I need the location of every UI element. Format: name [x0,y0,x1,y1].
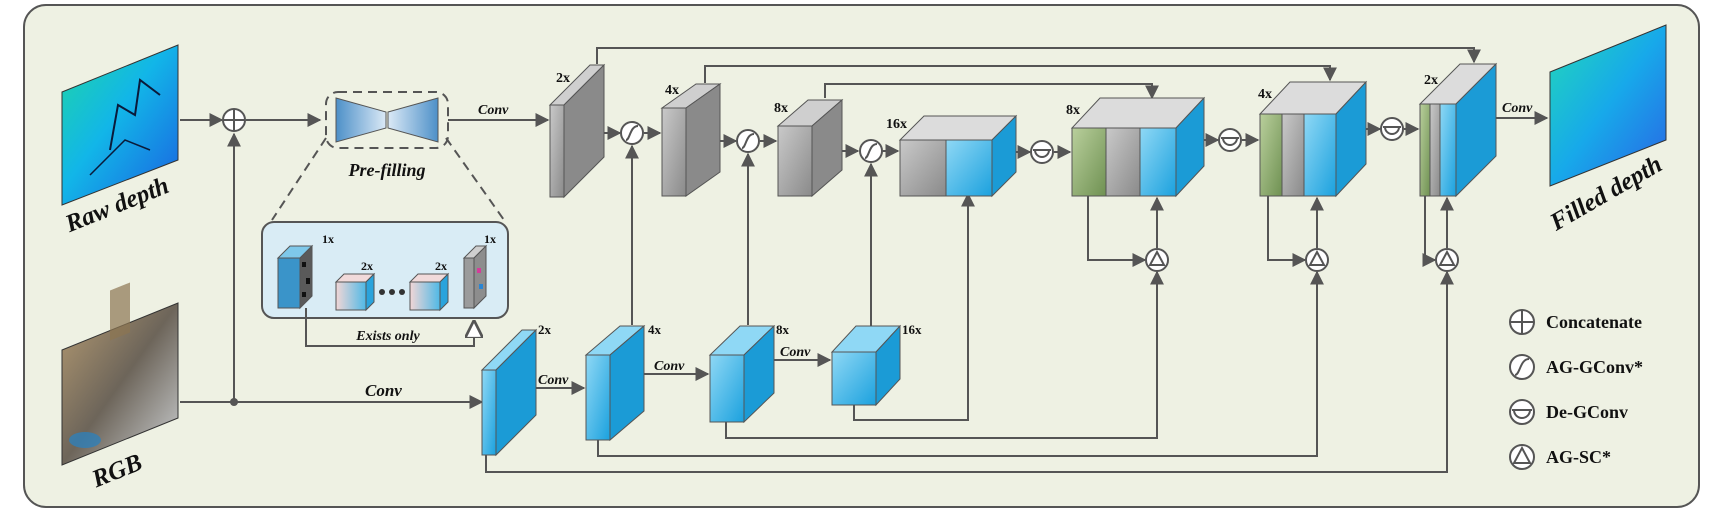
depth-enc-scale-2x: 2x [556,71,570,86]
decoder-scale-8x: 8x [1066,103,1080,118]
rgb-enc-scale-4x: 4x [648,322,662,337]
ag-gconv-icon [859,139,883,163]
prefilling-note: Exists only [355,329,420,344]
legend-label-de-gconv: De-GConv [1546,402,1628,422]
conv-label-prefill: Conv [478,103,509,118]
rgb-image [61,282,179,466]
ag-sc-icon [1145,248,1169,272]
legend-label-ag-sc: AG-SC* [1546,447,1611,467]
depth-encoder-8x-block [776,98,844,198]
legend-de-gconv-icon [1509,399,1535,425]
rgb-encoder-16x-block [830,324,902,407]
depth-encoder-2x-block [548,63,606,199]
decoder-scale-2x: 2x [1424,73,1438,88]
depth-enc-scale-16x: 16x [886,117,907,132]
conv-label-rgb-enc-2: Conv [654,359,685,374]
prefilling-detail-box [261,221,509,347]
legend-label-concatenate: Concatenate [1546,312,1642,332]
legend-ag-sc-icon [1509,444,1535,470]
decoder-scale-4x: 4x [1258,87,1272,102]
prefilling-scale-4: 1x [484,232,496,246]
rgb-encoder-2x-block [480,328,538,457]
rgb-encoder-4x-block [584,324,646,442]
legend-concatenate-icon [1509,309,1535,335]
de-gconv-icon [1218,128,1242,152]
depth-encoder-4x-block [660,83,722,197]
depth-enc-scale-4x: 4x [665,83,679,98]
raw-depth-image [61,44,179,206]
prefilling-title: Pre-filling [348,160,426,180]
rgb-enc-scale-2x: 2x [538,322,552,337]
prefilling-scale-1: 1x [322,232,334,246]
rgb-enc-scale-8x: 8x [776,322,790,337]
filled-depth-image [1549,24,1667,187]
rgb-encoder-8x-block [708,324,776,424]
ag-sc-icon [1435,248,1459,272]
ag-gconv-icon [620,121,644,145]
legend-label-ag-gconv: AG-GConv* [1546,357,1643,377]
prefilling-module [325,91,449,149]
conv-label-rgb-main: Conv [365,381,402,400]
connections [180,47,1549,473]
depth-enc-scale-8x: 8x [774,101,788,116]
prefilling-scale-2: 2x [361,259,373,273]
conv-label-rgb-enc-1: Conv [538,373,569,388]
decoder-8x-block [1070,96,1206,198]
decoder-4x-block [1258,80,1368,198]
ag-sc-icon [1305,248,1329,272]
conv-label-rgb-enc-3: Conv [780,345,811,360]
de-gconv-icon [1030,140,1054,164]
legend-ag-gconv-icon [1509,354,1535,380]
merged-16x-block [898,114,1018,198]
de-gconv-icon [1380,117,1404,141]
concatenate-icon [222,108,246,132]
prefilling-scale-3: 2x [435,259,447,273]
ag-gconv-icon [736,129,760,153]
conv-label-output: Conv [1502,101,1533,116]
legend: Concatenate AG-GConv* De-GConv AG-SC* [1509,309,1643,470]
decoder-2x-block [1418,62,1498,198]
rgb-enc-scale-16x: 16x [902,322,922,337]
